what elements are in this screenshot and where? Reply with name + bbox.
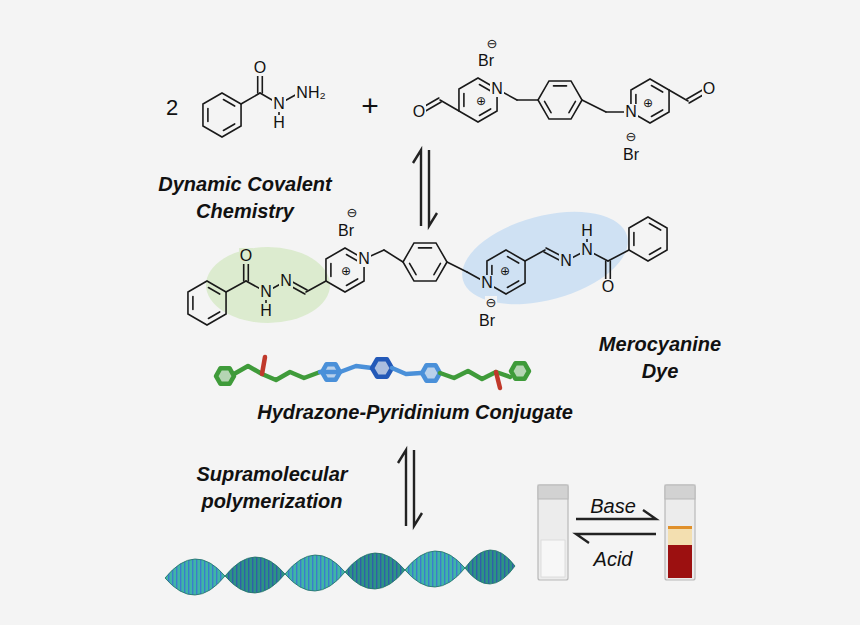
charge-sign: ⊕ [642,97,654,110]
atom-label: N [559,253,573,270]
ring-double-bond [545,101,552,112]
atom-label: O [601,279,615,296]
condition-label: Acid [594,549,633,570]
single-bond [669,90,688,101]
atom-label: N [580,242,594,259]
ring-double-bond [223,124,234,131]
ring-double-bond [208,288,219,295]
charge-sign: ⊖ [485,296,498,310]
single-bond [306,281,326,292]
ring-double-bond [346,279,357,286]
ring-double-bond [649,248,660,255]
atom-label: N [624,104,638,121]
ring-double-bond [569,101,576,112]
atom-label: N [357,251,371,268]
acceptor-highlight [452,195,638,320]
single-bond [440,100,459,111]
single-bond [447,262,467,272]
ring-double-bond [651,110,662,117]
atom-label: Br [622,147,640,164]
aromatic-ring [629,217,667,261]
single-bond [241,93,260,104]
atom-label: H [259,303,273,320]
atom-label: N [279,273,293,290]
ring-double-bond [553,85,566,87]
ring-double-bond [192,296,194,309]
coefficient: 2 [165,96,179,119]
atom-label: O [412,104,426,121]
aromatic-ring [188,281,226,325]
helix-ribbon [165,550,515,595]
atom-label: N [490,81,504,98]
condition-label: Base [590,496,636,517]
single-bond [517,99,538,101]
aromatic-ring [403,243,447,281]
charge-sign: ⊕ [340,265,352,278]
stick-model [216,357,529,388]
ring-double-bond [434,263,441,274]
single-bond [525,250,545,261]
ring-double-bond [223,100,234,107]
plus-sign: + [360,90,380,122]
ring-double-bond [633,232,635,245]
ring-double-bond [346,255,357,262]
process-label: Supramolecular polymerization [182,461,362,515]
ring-double-bond [418,247,431,249]
atom-label: N [272,96,286,113]
charge-sign: ⊖ [625,130,638,144]
atom-label: Br [477,53,495,70]
dye-label: Merocyanine Dye [590,331,730,385]
atom-label: N [259,284,273,301]
single-bond [226,281,246,292]
ring-double-bond [649,224,660,231]
charge-sign: ⊖ [346,206,359,220]
ring-double-bond [410,263,417,274]
aromatic-ring [203,93,241,137]
atom-label: O [239,248,253,265]
single-bond [608,250,629,261]
structure-bonds [188,72,708,325]
ring-double-bond [479,85,490,92]
atom-label: H [272,115,286,132]
atom-label: Br [478,313,496,330]
charge-sign: ⊖ [486,37,499,51]
compound-label: Hydrazone-Pyridinium Conjugate [257,399,573,426]
vial-gel [665,485,695,580]
atom-label: N [480,275,494,292]
atom-label: O [253,60,267,77]
donor-highlight [206,247,330,323]
atom-label: Br [337,223,355,240]
atom-label: O [702,81,716,98]
charge-sign: ⊕ [499,265,511,278]
ring-double-bond [507,281,518,288]
ring-double-bond [208,312,219,319]
ring-double-bond [507,257,518,264]
single-bond [384,250,403,262]
ring-double-bond [651,86,662,93]
charge-sign: ⊕ [475,95,487,108]
single-bond [582,100,606,112]
ring-double-bond [207,108,209,121]
ring-double-bond [330,263,332,276]
aromatic-ring [538,81,582,119]
atom-label: H [580,223,594,240]
process-label: Dynamic Covalent Chemistry [145,171,345,225]
ring-double-bond [479,109,490,116]
atom-label: NH₂ [295,85,326,102]
vial-solution [538,485,568,580]
ring-double-bond [463,93,465,106]
